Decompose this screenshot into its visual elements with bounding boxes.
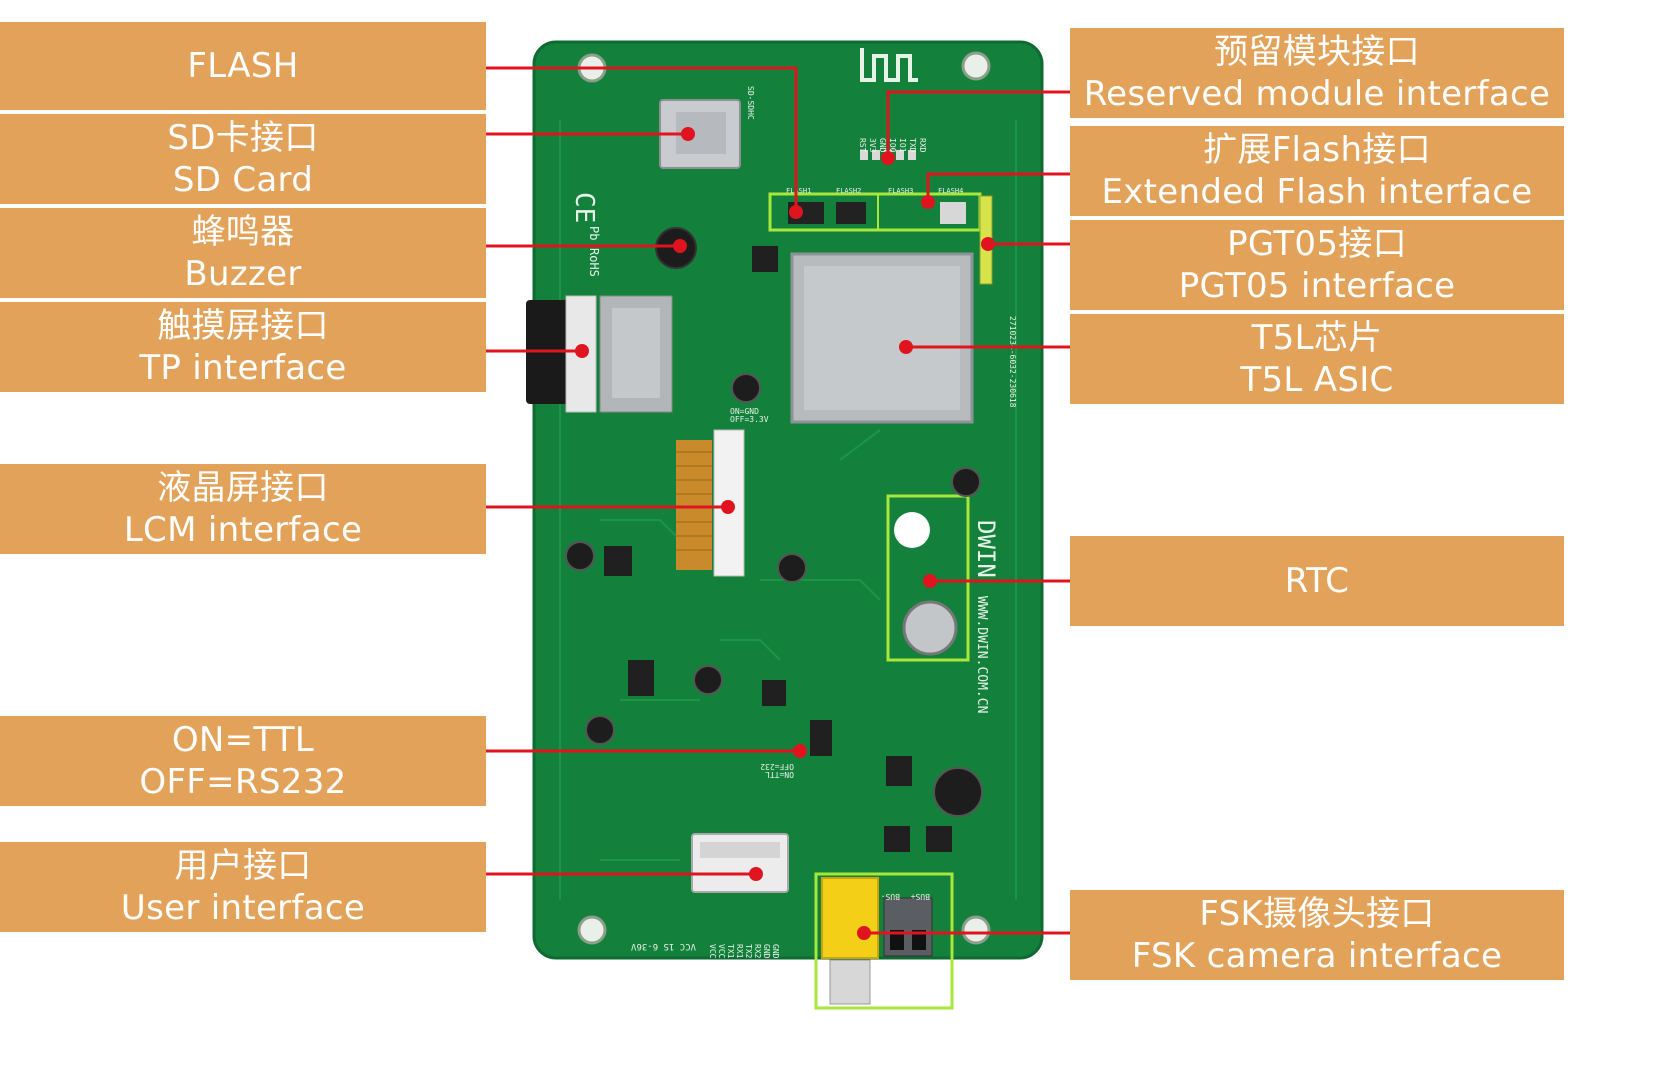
label-t5l: T5L芯片 T5L ASIC — [1070, 314, 1564, 404]
label-flash-line1: FLASH — [187, 46, 299, 86]
label-fsk-en: FSK camera interface — [1131, 936, 1503, 976]
board-website-text: WWW.DWIN.COM.CN — [974, 596, 989, 713]
flash-pointer — [486, 66, 798, 212]
label-pgt05: PGT05接口 PGT05 interface — [1070, 220, 1564, 310]
board-pin-label: GND — [762, 944, 771, 959]
pcb-board — [532, 40, 1044, 960]
module-pin-label: RST — [858, 138, 867, 153]
board-flash-silk: FLASH1 FLASH2 FLASH3 FLASH4 — [786, 187, 963, 195]
flash-silk-label: FLASH1 — [786, 187, 811, 195]
label-tp-zh: 触摸屏接口 — [157, 306, 329, 346]
board-pin-label: VCC — [708, 944, 717, 959]
module-pin-label: IO1 — [898, 138, 907, 153]
board-bus-plus: BUS+ — [911, 892, 930, 901]
board-pin-label: TX2 — [744, 944, 753, 959]
board-pin-label: RX2 — [753, 944, 762, 959]
board-module-pins: RST 3V3 GND IO0 IO1 TXD RXD — [858, 138, 927, 153]
label-reserved: 预留模块接口 Reserved module interface — [1070, 28, 1564, 118]
lcm-connector — [676, 429, 745, 577]
label-lcm-zh: 液晶屏接口 — [157, 468, 329, 508]
reserved-pointer — [886, 90, 1070, 158]
board-switch-silk-2: OFF=3.3V — [730, 415, 769, 424]
module-pin-label: 3V3 — [868, 138, 877, 153]
label-rtc-line1: RTC — [1284, 561, 1350, 601]
label-buzzer-zh: 蜂鸣器 — [191, 212, 295, 252]
label-ttl-off: OFF=RS232 — [139, 762, 347, 802]
label-user-zh: 用户接口 — [174, 846, 312, 886]
board-ttl-silk-2: OFF=232 — [760, 762, 794, 771]
board-switch-silk-1: ON=GND — [730, 407, 759, 416]
label-ttl: ON=TTL OFF=RS232 — [0, 716, 486, 806]
label-buzzer-en: Buzzer — [184, 254, 302, 294]
module-pin-label: GND — [878, 138, 887, 153]
sd-card-slot — [659, 99, 741, 169]
flash-silk-label: FLASH4 — [938, 187, 963, 195]
label-pgt05-zh: PGT05接口 — [1227, 224, 1407, 264]
t5l-shield — [790, 252, 974, 424]
label-buzzer: 蜂鸣器 Buzzer — [0, 208, 486, 298]
board-ttl-silk-1: ON=TTL — [765, 770, 794, 779]
label-ext-flash: 扩展Flash接口 Extended Flash interface — [1070, 126, 1564, 216]
label-t5l-zh: T5L芯片 — [1251, 318, 1383, 358]
label-fsk: FSK摄像头接口 FSK camera interface — [1070, 890, 1564, 980]
board-pin-label: VCC — [717, 944, 726, 959]
label-reserved-en: Reserved module interface — [1083, 74, 1551, 114]
label-tp: 触摸屏接口 TP interface — [0, 302, 486, 392]
rtc-area — [886, 494, 970, 662]
user-connector — [691, 833, 789, 893]
board-pin-labels: VCC VCC TX1 RX1 TX2 RX2 GND GND — [708, 944, 780, 959]
board-serial-text: 2710234-6032-230618 — [1008, 316, 1017, 408]
flash-silk-label: FLASH2 — [836, 187, 861, 195]
pointer-lines — [486, 66, 1070, 935]
label-tp-en: TP interface — [139, 348, 347, 388]
module-pin-label: TXD — [908, 138, 917, 153]
label-rtc: RTC — [1070, 536, 1564, 626]
label-user-en: User interface — [120, 888, 366, 928]
label-fsk-zh: FSK摄像头接口 — [1199, 894, 1435, 934]
label-ext-flash-zh: 扩展Flash接口 — [1203, 130, 1431, 170]
board-power-silk: VCC 1S 6-36V — [630, 941, 696, 951]
label-sd-card-zh: SD卡接口 — [167, 118, 319, 158]
antenna-silk — [860, 48, 918, 82]
ext-flash-pointer — [926, 172, 1070, 202]
label-t5l-en: T5L ASIC — [1240, 360, 1394, 400]
pointer-dots — [575, 127, 995, 940]
flash-silk-label: FLASH3 — [888, 187, 913, 195]
label-lcm-en: LCM interface — [123, 510, 363, 550]
module-pin-label: RXD — [918, 138, 927, 153]
board-ce-text: CE — [569, 192, 599, 223]
board-pin-label: TX1 — [726, 944, 735, 959]
label-ttl-on: ON=TTL — [171, 720, 315, 760]
board-brand-text: DWIN — [972, 520, 1000, 578]
label-reserved-zh: 预留模块接口 — [1214, 32, 1420, 72]
label-pgt05-en: PGT05 interface — [1178, 266, 1456, 306]
label-lcm: 液晶屏接口 LCM interface — [0, 464, 486, 554]
board-rohs-text: RoHS — [587, 248, 601, 277]
label-user: 用户接口 User interface — [0, 842, 486, 932]
board-pb-text: Pb — [587, 226, 601, 240]
fsk-connector — [814, 872, 954, 1010]
board-bus-minus: BUS- — [881, 892, 900, 901]
label-flash: FLASH — [0, 22, 486, 110]
tp-connector — [526, 295, 673, 413]
label-sd-card-en: SD Card — [172, 160, 314, 200]
label-sd-card: SD卡接口 SD Card — [0, 114, 486, 204]
module-pin-label: IO0 — [888, 138, 897, 153]
capacitors — [565, 373, 983, 817]
board-pin-label: GND — [771, 944, 780, 959]
board-pin-label: RX1 — [735, 944, 744, 959]
board-sd-silk: SD-SDHC — [746, 86, 755, 120]
small-ics — [604, 246, 952, 852]
label-ext-flash-en: Extended Flash interface — [1101, 172, 1533, 212]
